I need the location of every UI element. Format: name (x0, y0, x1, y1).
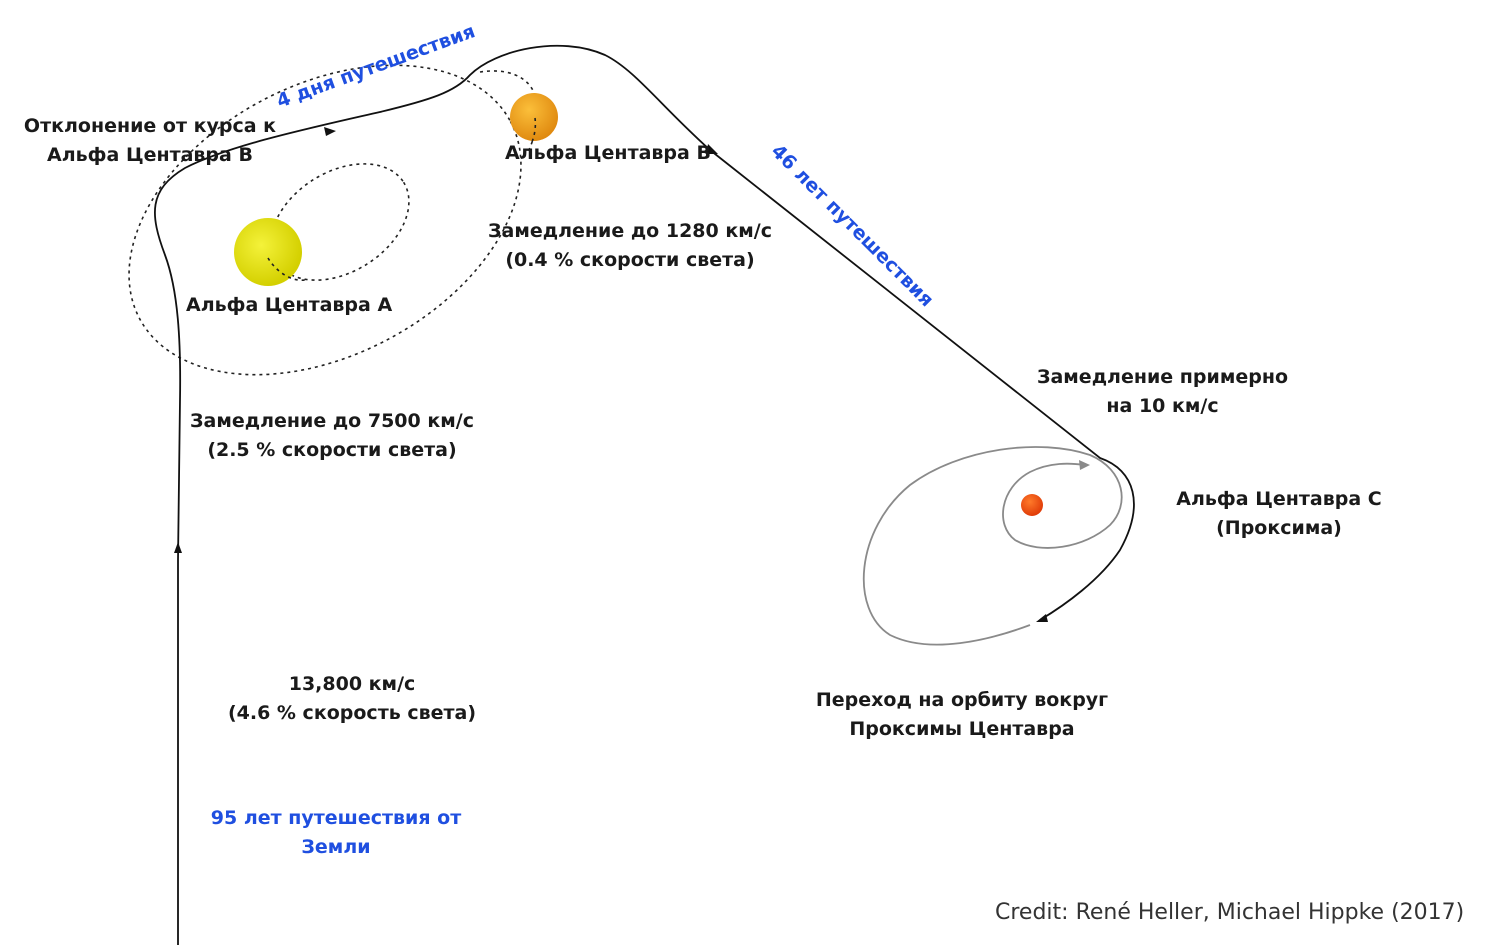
proxima-orbit-outer (863, 446, 1123, 646)
deviation-label: Отклонение от курса к Альфа Центавра B (22, 112, 278, 170)
credit-text: Credit: René Heller, Michael Hippke (201… (995, 900, 1465, 925)
travel-95-years-line-2: Земли (301, 836, 371, 858)
arrow-proxima (1036, 614, 1048, 622)
star-alpha-b (510, 93, 558, 141)
star-alpha-c (1021, 494, 1043, 516)
decel-c-line-2: на 10 км/с (1106, 395, 1219, 417)
orbit-a-inner-dotted-over (267, 257, 306, 281)
arrow-proxima-orbit (1079, 460, 1090, 470)
travel-46-years-label: 46 лет путешествия (767, 140, 938, 311)
deviation-line-1: Отклонение от курса к (23, 115, 277, 137)
alpha-c-line-2: (Проксима) (1216, 517, 1342, 539)
decel-b-line-1: Замедление до 1280 км/с (488, 220, 772, 242)
arrow-up (174, 542, 182, 553)
deviation-line-2: Альфа Центавра B (47, 144, 253, 166)
alpha-b-label: Альфа Центавра B (505, 142, 711, 164)
decel-a-line-2: (2.5 % скорости света) (207, 439, 457, 461)
alpha-a-label: Альфа Центавра A (186, 294, 393, 316)
arrow-46-years (706, 144, 718, 154)
alpha-c-label: Альфа Центавра C (Проксима) (1170, 485, 1388, 543)
decel-b-label: Замедление до 1280 км/с (0.4 % скорости … (482, 217, 778, 275)
star-alpha-a (234, 218, 302, 286)
alpha-c-line-1: Альфа Центавра C (1176, 488, 1382, 510)
decel-b-line-2: (0.4 % скорости света) (505, 249, 755, 271)
travel-95-years-label: 95 лет путешествия от Земли (206, 804, 466, 862)
orbit-transfer-line-2: Проксимы Центавра (849, 718, 1075, 740)
main-trajectory (154, 44, 1135, 945)
speed-line-1: 13,800 км/с (288, 673, 416, 695)
arrow-4-days (324, 127, 336, 136)
travel-4-days-label: 4 дня путешествия (274, 20, 478, 112)
speed-line-2: (4.6 % скорость света) (227, 702, 477, 724)
travel-95-years-line-1: 95 лет путешествия от (210, 807, 462, 829)
decel-a-label: Замедление до 7500 км/с (2.5 % скорости … (185, 407, 479, 465)
decel-c-line-1: Замедление примерно (1036, 366, 1289, 388)
orbit-transfer-label: Переход на орбиту вокруг Проксимы Центав… (808, 686, 1116, 744)
orbit-transfer-line-1: Переход на орбиту вокруг (815, 689, 1109, 711)
decel-a-line-1: Замедление до 7500 км/с (190, 410, 474, 432)
speed-label: 13,800 км/с (4.6 % скорость света) (222, 670, 482, 728)
decel-c-label: Замедление примерно на 10 км/с (1030, 363, 1295, 421)
orbit-b-dotted-over (531, 117, 537, 143)
